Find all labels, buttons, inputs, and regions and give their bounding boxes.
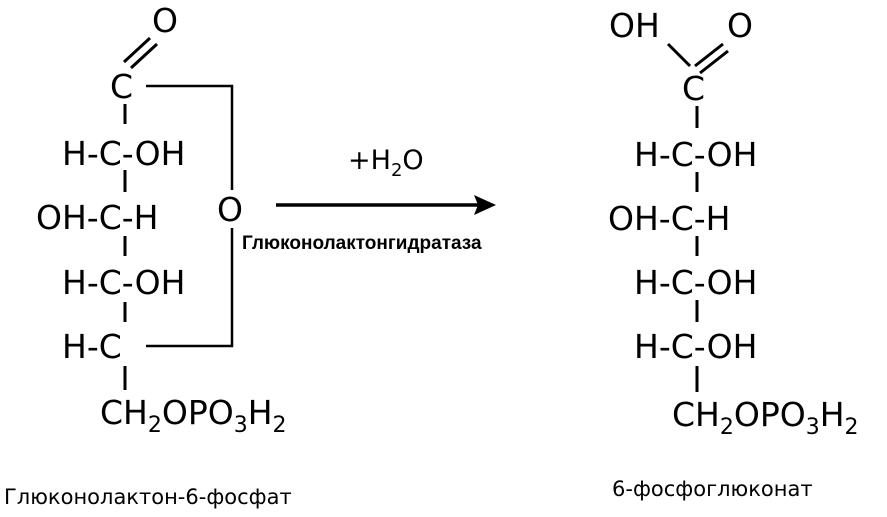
arrow-head xyxy=(474,195,496,215)
product-phosphate-tail: CH2OPO3H2 xyxy=(672,395,859,440)
product-carbonyl-oxygen: O xyxy=(727,6,753,45)
substrate-row-c2: H-C-OH xyxy=(62,134,185,173)
product-row-c5: H-C-OH xyxy=(634,327,757,366)
product-double-bond-1 xyxy=(694,42,724,68)
product-c1: C xyxy=(682,69,705,108)
substrate-double-bond-1 xyxy=(122,36,152,64)
substrate-c1: C xyxy=(110,67,133,106)
product-row-c3: OH-C-H xyxy=(608,199,730,238)
product-row-c2: H-C-OH xyxy=(634,135,757,174)
enzyme-name: Глюконолактонгидратаза xyxy=(242,233,482,254)
substrate-ring-bond-bottom xyxy=(146,228,234,348)
substrate-ring-oxygen: O xyxy=(217,190,243,229)
product-row-c4: H-C-OH xyxy=(634,263,757,302)
substrate-ring-bond-top xyxy=(146,84,234,190)
substrate-carbonyl-oxygen: O xyxy=(152,1,178,40)
reaction-arrow: +H2O Глюконолактонгидратаза xyxy=(242,145,496,254)
substrate-row-c3: OH-C-H xyxy=(36,198,158,237)
substrate-row-c5: H-C xyxy=(62,327,122,366)
substrate-row-c4: H-C-OH xyxy=(62,263,185,302)
product-structure: OH O C H-C-OH OH-C-H H-C-OH H-C-OH CH2OP… xyxy=(608,6,859,440)
product-double-bond-2 xyxy=(699,49,729,75)
product-hydroxyl: OH xyxy=(609,6,660,45)
reagent-water: +H2O xyxy=(348,145,424,181)
substrate-phosphate-tail: CH2OPO3H2 xyxy=(100,393,287,438)
substrate-name: Глюконолактон-6-фосфат xyxy=(4,485,292,509)
product-name: 6-фосфоглюконат xyxy=(612,477,813,501)
product-single-bond-oh xyxy=(666,42,692,68)
substrate-double-bond-2 xyxy=(129,42,159,70)
substrate-structure: O C H-C-OH OH-C-H H-C-OH H-C O CH2OPO3H2 xyxy=(36,1,287,438)
